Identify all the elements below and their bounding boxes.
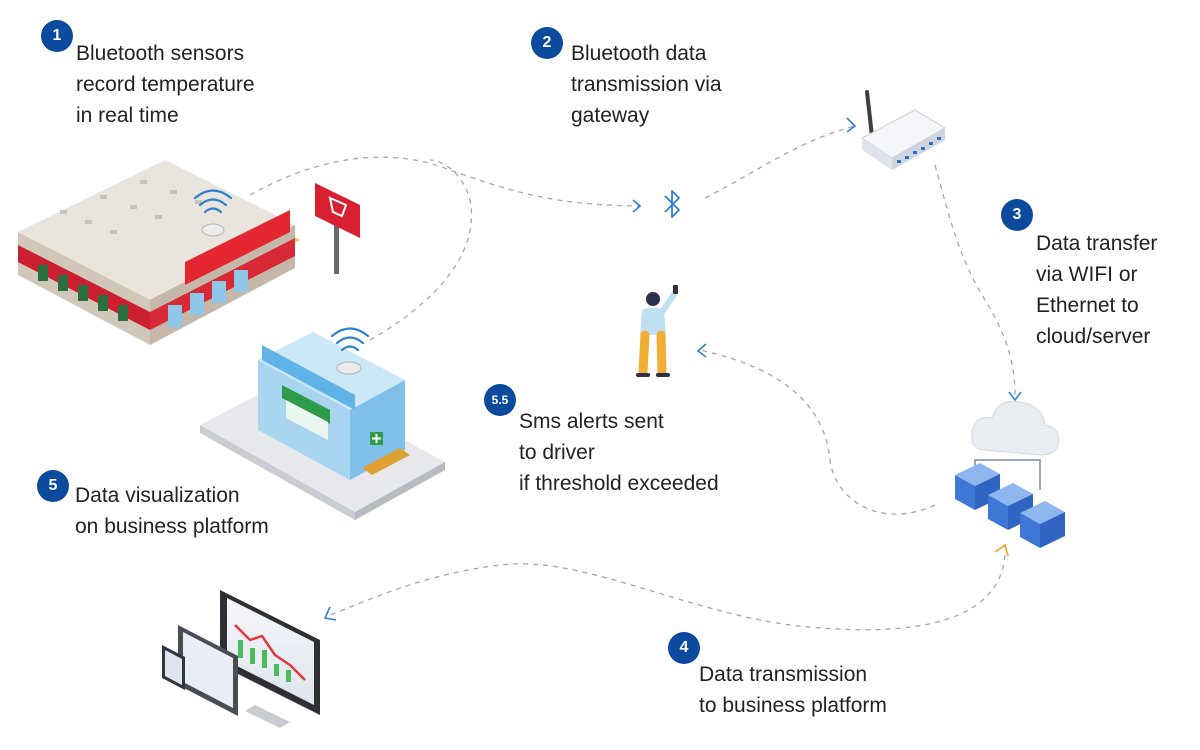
flow-lines bbox=[249, 125, 1016, 631]
arrowhead-platform bbox=[323, 606, 337, 621]
arrowhead-bluetooth bbox=[632, 199, 642, 213]
driver-person-icon bbox=[636, 285, 678, 377]
step-badge-1: 1 bbox=[41, 20, 73, 52]
supermarket-building-icon bbox=[18, 160, 300, 345]
flow-line-pharmacy-to-bluetooth bbox=[369, 159, 473, 341]
flow-line-cloud-to-platform bbox=[329, 554, 1006, 631]
cloud-server-icon bbox=[955, 400, 1065, 548]
arrowhead-driver bbox=[696, 343, 707, 358]
step-badge-2: 2 bbox=[531, 27, 563, 59]
arrowhead-gateway bbox=[846, 117, 857, 133]
shopping-cart-sign-icon bbox=[315, 183, 360, 274]
flow-line-cloud-to-driver bbox=[699, 349, 936, 515]
step-badge-5: 5 bbox=[37, 470, 69, 502]
flow-line-bluetooth-to-gateway bbox=[704, 125, 856, 199]
bluetooth-icon bbox=[664, 190, 680, 218]
step-badge-3: 3 bbox=[1001, 199, 1033, 231]
step-badge-4: 4 bbox=[668, 632, 700, 664]
router-icon bbox=[861, 90, 946, 170]
pharmacy-building-icon bbox=[200, 327, 445, 520]
flow-line-store-to-bluetooth bbox=[249, 156, 641, 207]
arrowhead-cloud bbox=[1008, 391, 1022, 402]
arrowhead-server-in bbox=[994, 543, 1009, 557]
flow-arrowheads bbox=[323, 117, 1022, 621]
step-badge-5-5: 5.5 bbox=[484, 384, 516, 416]
flow-line-gateway-to-cloud bbox=[934, 164, 1016, 396]
monitor-tablet-phone-icon bbox=[162, 590, 320, 728]
